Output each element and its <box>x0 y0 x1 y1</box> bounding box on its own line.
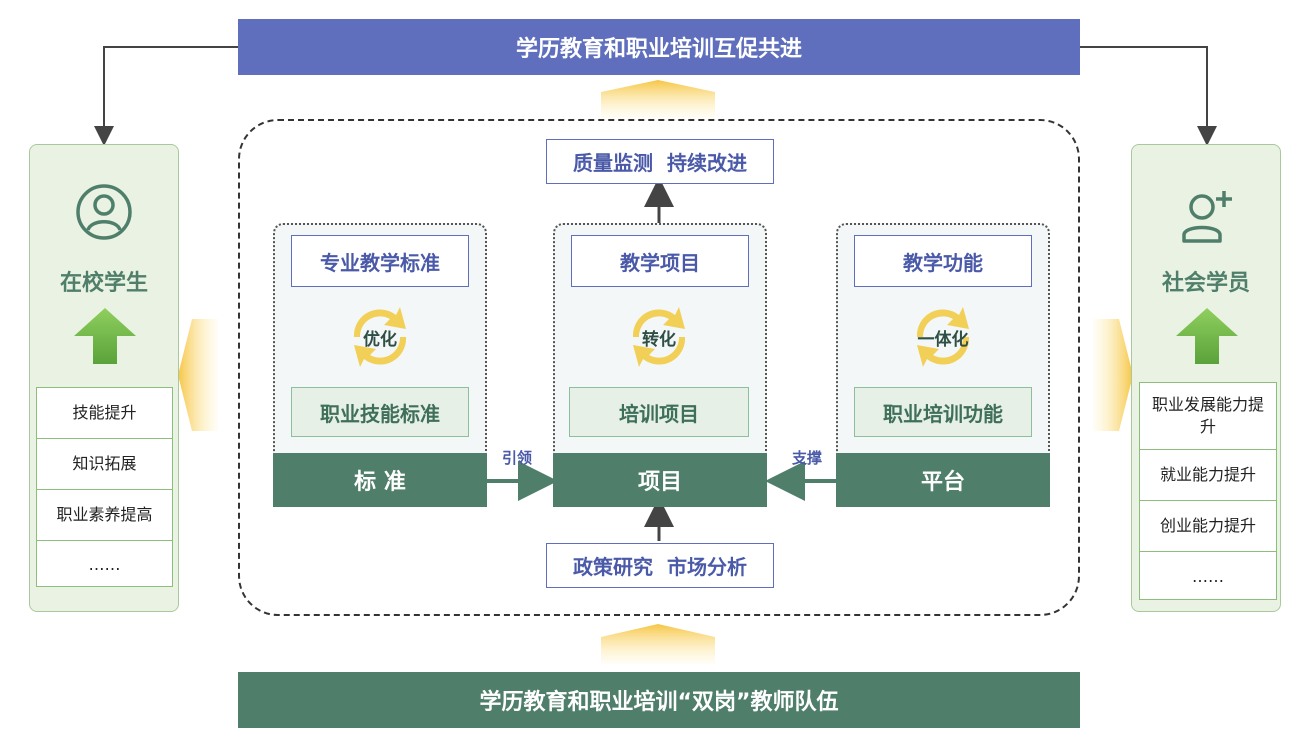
project-footer: 项目 <box>553 453 767 507</box>
list-item: …… <box>1192 567 1224 586</box>
teaching-standard-label: 专业教学标准 <box>291 235 469 287</box>
list-item: 就业能力提升 <box>1140 450 1276 501</box>
list-item: 创业能力提升 <box>1140 501 1276 552</box>
lead-label: 引领 <box>501 448 532 467</box>
teaching-project-label: 教学项目 <box>571 235 749 287</box>
add-user-icon <box>1182 191 1232 243</box>
teaching-function-label: 教学功能 <box>854 235 1032 287</box>
up-arrow-icon <box>74 308 136 364</box>
training-project-label: 培训项目 <box>569 387 749 437</box>
standard-footer: 标 准 <box>273 453 487 507</box>
list-item: 职业素养提高 <box>37 490 172 541</box>
skill-standard-label: 职业技能标准 <box>291 387 469 437</box>
cycle-icon <box>916 307 970 367</box>
integration-label: 一体化 <box>917 329 969 350</box>
transform-label: 转化 <box>642 329 676 350</box>
up-arrow-icon <box>1176 308 1238 364</box>
list-item: 技能提升 <box>37 388 172 439</box>
trainee-benefit-list: 职业发展能力提升 就业能力提升 创业能力提升 …… <box>1139 382 1277 600</box>
right-arrow <box>1093 319 1133 431</box>
top-banner: 学历教育和职业培训互促共进 <box>238 19 1080 75</box>
main-dashed-frame <box>238 119 1080 616</box>
banner-left-connector <box>94 46 238 146</box>
up-arrow-bottom <box>601 624 715 664</box>
banner-right-connector <box>1080 46 1217 146</box>
cycle-icon <box>632 307 686 367</box>
optimize-label: 优化 <box>363 329 397 350</box>
student-title: 在校学生 <box>59 271 148 296</box>
list-item: 知识拓展 <box>37 439 172 490</box>
policy-box: 政策研究 市场分析 <box>546 543 774 588</box>
up-arrow-top <box>601 80 715 118</box>
bottom-banner: 学历教育和职业培训“双岗”教师队伍 <box>238 672 1080 728</box>
quality-box: 质量监测 持续改进 <box>546 139 774 184</box>
support-label: 支撑 <box>791 448 822 467</box>
platform-footer: 平台 <box>836 453 1050 507</box>
training-function-label: 职业培训功能 <box>854 387 1032 437</box>
user-icon <box>76 184 132 240</box>
student-benefit-list: 技能提升 知识拓展 职业素养提高 …… <box>36 387 173 587</box>
trainee-title: 社会学员 <box>1161 271 1250 296</box>
cycle-icon <box>353 307 407 367</box>
list-item: 职业发展能力提升 <box>1140 383 1276 450</box>
list-item: …… <box>88 555 121 574</box>
left-arrow <box>178 319 218 431</box>
